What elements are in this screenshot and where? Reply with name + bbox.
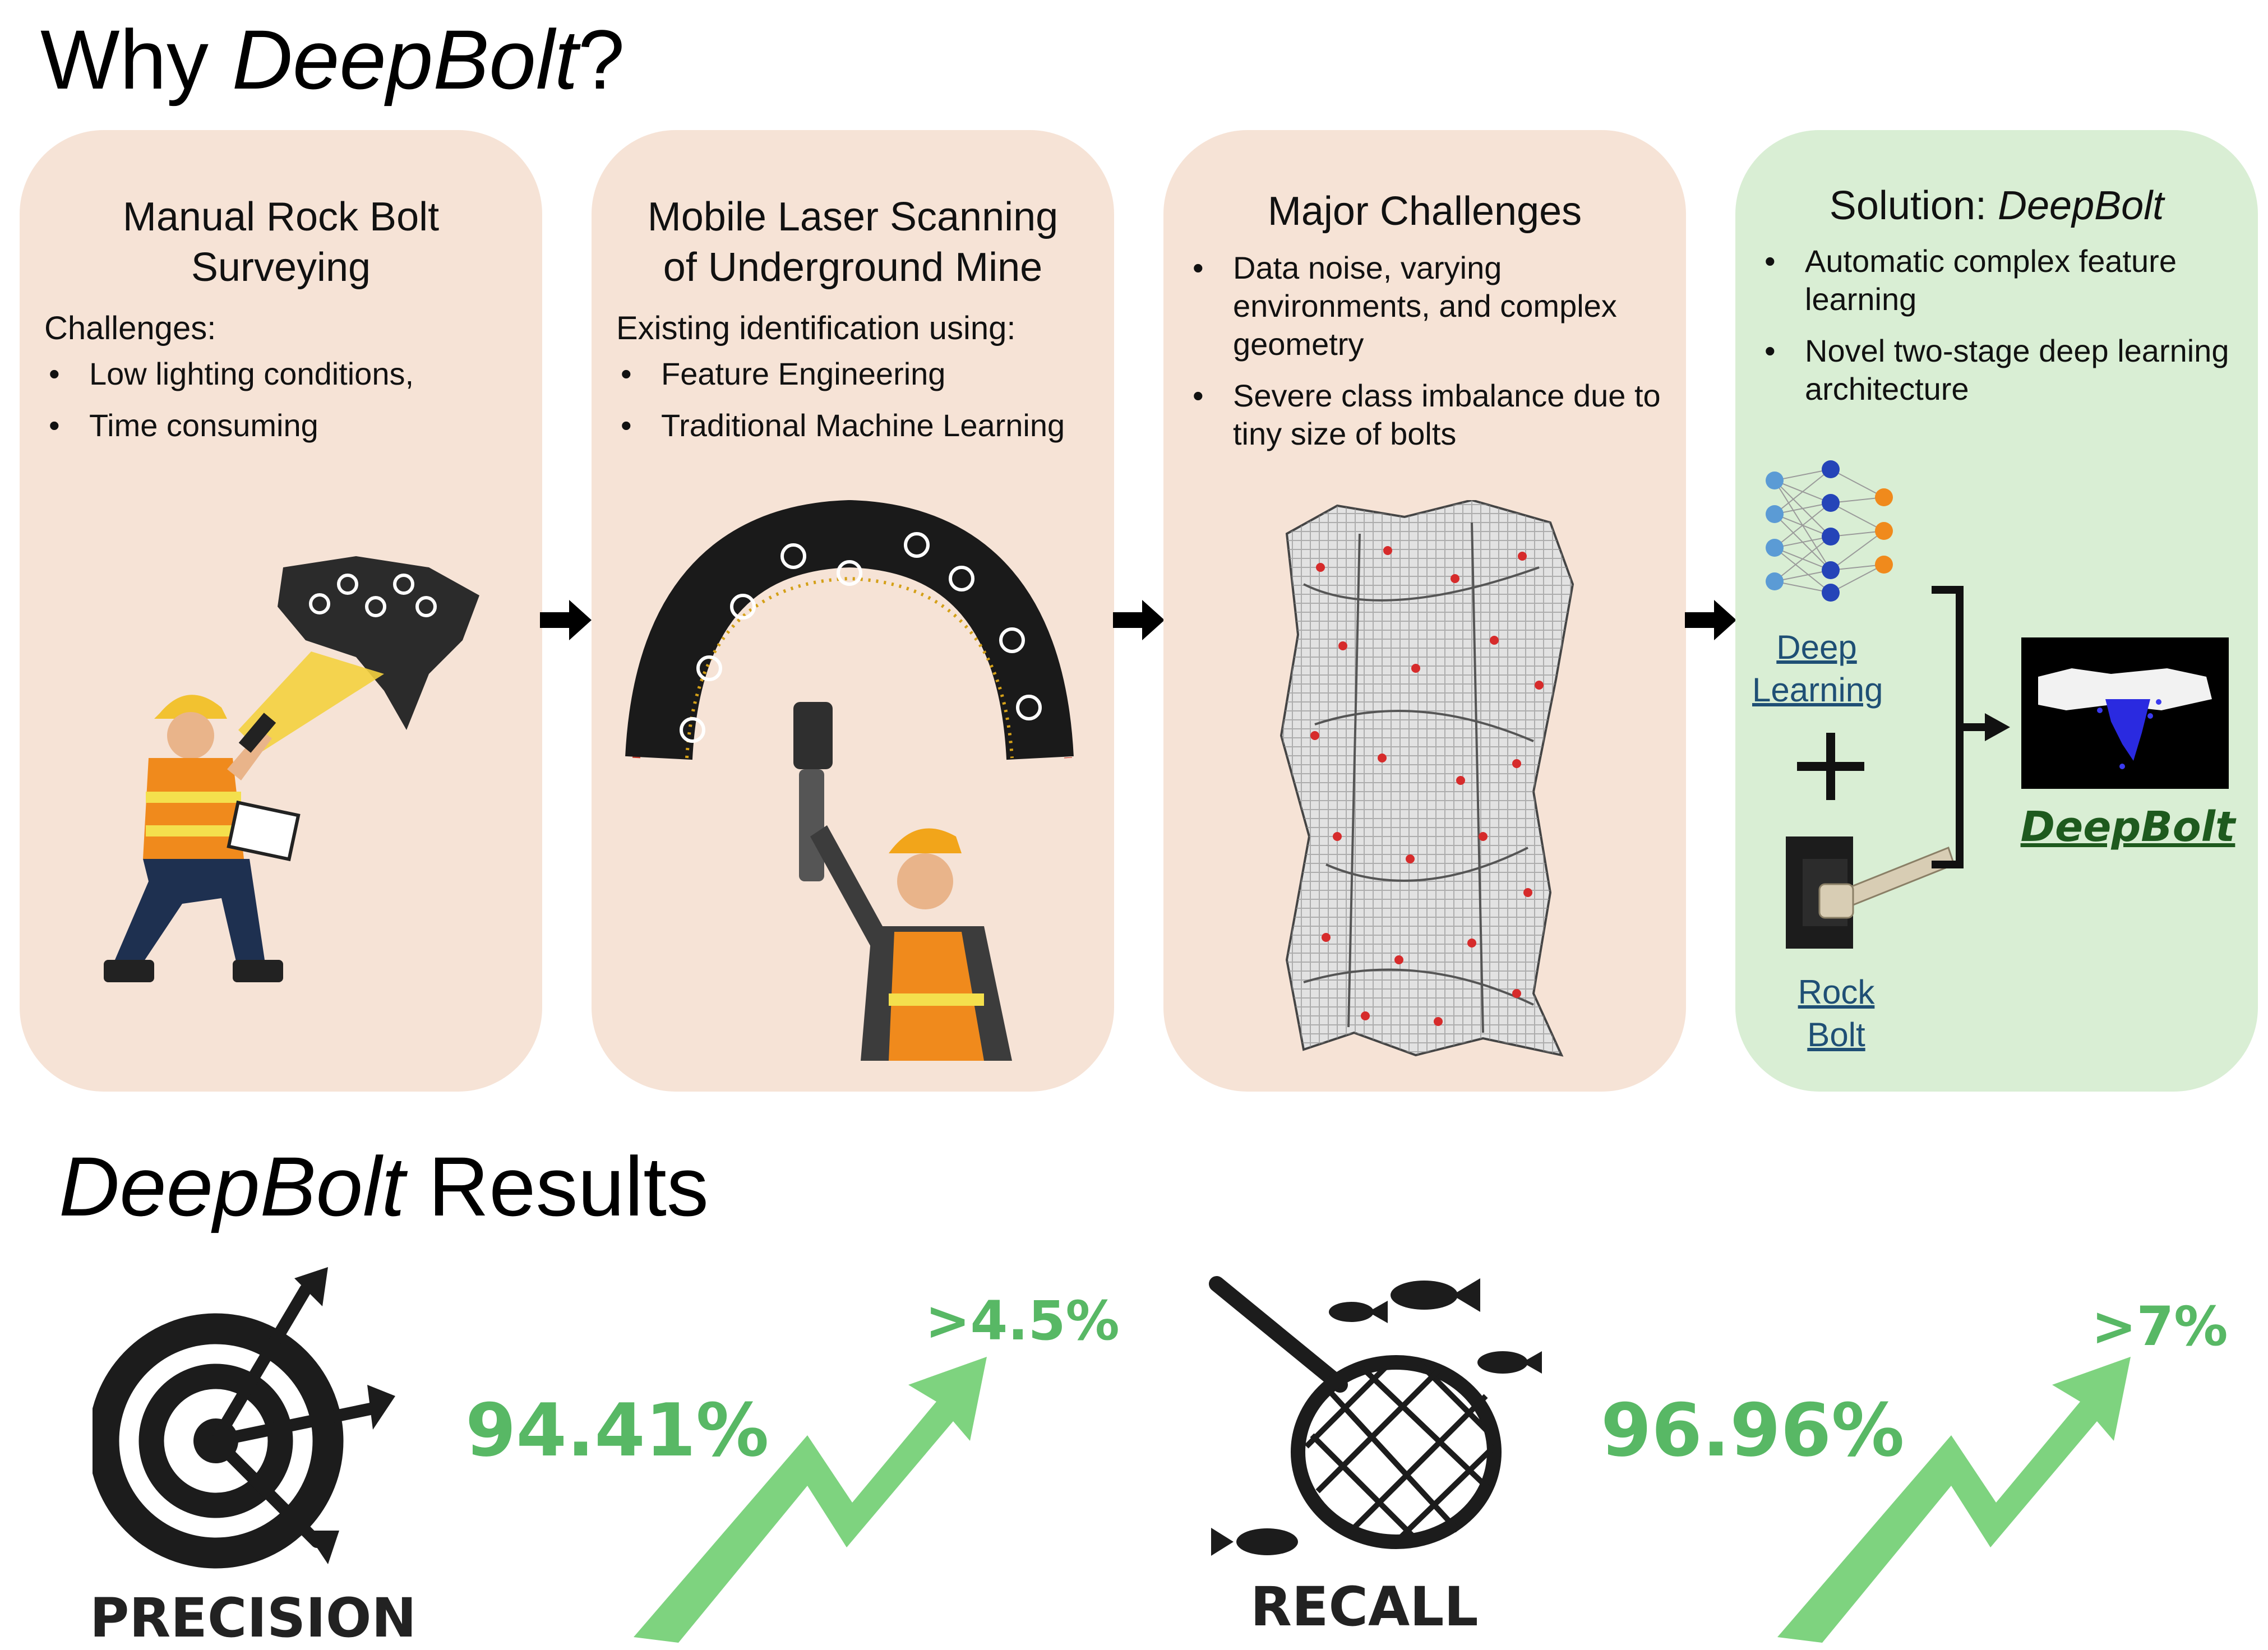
panel-subtitle: Existing identification using: — [616, 310, 1016, 346]
panel-manual-surveying: Manual Rock Bolt Surveying Challenges: L… — [20, 130, 542, 1092]
bullet-item: Low lighting conditions, — [44, 355, 518, 393]
solution-title-prefix: Solution: — [1829, 183, 1998, 228]
solution-title-brand: DeepBolt — [1998, 183, 2164, 228]
rock-bolt-label: Bolt — [1807, 1016, 1865, 1053]
bullet-item: Traditional Machine Learning — [616, 406, 1089, 445]
recall-gain: >7% — [2091, 1295, 2228, 1358]
results-heading: DeepBolt Results — [59, 1138, 709, 1235]
recall-label: RECALL — [1250, 1575, 1479, 1638]
trend-up-arrow-icon — [1777, 1357, 2131, 1643]
panel-title: Solution: DeepBolt — [1760, 181, 2233, 231]
bracket-icon — [1932, 586, 2010, 868]
panel-title: Mobile Laser Scanning of Underground Min… — [616, 192, 1089, 293]
point-cloud-icon — [1279, 500, 1574, 1057]
fishing-net-icon — [1209, 1276, 1542, 1556]
rock-bolt-label: Rock — [1798, 973, 1875, 1011]
bullet-item: Severe class imbalance due to tiny size … — [1188, 377, 1661, 453]
rock-bolt-link[interactable]: Rock Bolt — [1780, 971, 1892, 1056]
rock-bolt-icon — [1786, 836, 1954, 949]
precision-gain: >4.5% — [925, 1290, 1120, 1352]
panel-title-line: Mobile Laser Scanning — [647, 195, 1059, 239]
panel-subtitle: Challenges: — [44, 310, 216, 346]
recall-value: 96.96% — [1601, 1388, 1905, 1473]
title-prefix: Why — [40, 12, 232, 107]
trend-up-arrow-icon — [634, 1357, 987, 1643]
deep-learning-link[interactable]: Deep Learning — [1752, 626, 1883, 711]
page-title: Why DeepBolt? — [40, 11, 625, 108]
results-heading-brand: DeepBolt — [59, 1139, 405, 1233]
precision-value: 94.41% — [465, 1388, 769, 1473]
panel-title-line: of Underground Mine — [663, 245, 1043, 290]
panel-laser-scanning: Mobile Laser Scanning of Underground Min… — [592, 130, 1114, 1092]
bullet-list: Data noise, varying environments, and co… — [1188, 249, 1661, 453]
bullet-list: Feature Engineering Traditional Machine … — [616, 355, 1089, 445]
right-arrow-icon — [540, 600, 592, 640]
right-arrow-icon — [1685, 600, 1736, 640]
panel-title-line: Surveying — [191, 245, 371, 290]
title-brand: DeepBolt — [232, 12, 578, 107]
bullet-item: Time consuming — [44, 406, 518, 445]
panel-solution: Solution: DeepBolt Automatic complex fea… — [1735, 130, 2258, 1092]
bullet-item: Feature Engineering — [616, 355, 1089, 393]
panel-title: Manual Rock Bolt Surveying — [44, 192, 518, 293]
bullet-item: Novel two-stage deep learning architectu… — [1760, 332, 2233, 408]
bullet-list: Automatic complex feature learning Novel… — [1760, 242, 2233, 408]
deepbolt-result-label[interactable]: DeepBolt — [2020, 803, 2235, 851]
panel-major-challenges: Major Challenges Data noise, varying env… — [1163, 130, 1686, 1092]
precision-label: PRECISION — [90, 1587, 417, 1649]
flashlight-worker-icon — [104, 556, 479, 982]
plus-icon — [1797, 733, 1864, 800]
panel-title-line: Manual Rock Bolt — [122, 195, 440, 239]
deep-learning-label: Learning — [1752, 671, 1883, 709]
laser-scanner-worker-icon — [625, 500, 1074, 1061]
point-cloud-result-icon — [2021, 637, 2229, 789]
bullet-list: Low lighting conditions, Time consuming — [44, 355, 518, 445]
target-arrows-icon — [93, 1267, 395, 1569]
results-heading-rest: Results — [405, 1139, 709, 1233]
panel-title: Major Challenges — [1267, 189, 1582, 234]
bullet-item: Data noise, varying environments, and co… — [1188, 249, 1661, 363]
title-suffix: ? — [578, 12, 625, 107]
neural-network-icon — [1766, 460, 1893, 602]
right-arrow-icon — [1113, 600, 1165, 640]
deep-learning-label: Deep — [1776, 628, 1857, 666]
bullet-item: Automatic complex feature learning — [1760, 242, 2233, 318]
